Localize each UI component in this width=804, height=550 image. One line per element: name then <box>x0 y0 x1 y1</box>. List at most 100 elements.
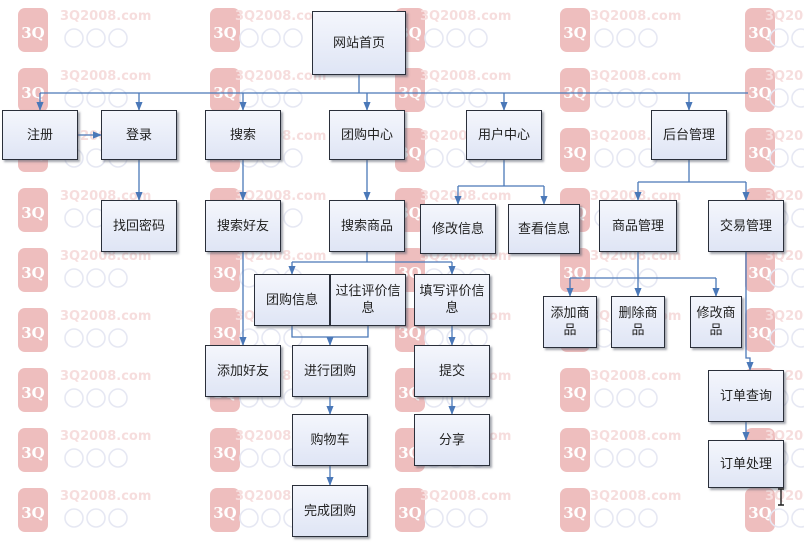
node-login: 登录 <box>101 110 177 160</box>
svg-text:3Q2008.com: 3Q2008.com <box>60 429 151 444</box>
svg-text:3Q2008.com: 3Q2008.com <box>765 309 804 324</box>
svg-text:3Q: 3Q <box>21 84 45 102</box>
node-trade-management: 交易管理 <box>708 200 784 252</box>
svg-text:3Q2008.com: 3Q2008.com <box>765 9 804 24</box>
node-label: 删除商品 <box>618 306 658 338</box>
svg-text:3Q: 3Q <box>213 264 237 282</box>
svg-text:3Q2008.com: 3Q2008.com <box>60 249 151 264</box>
node-shopping-cart: 购物车 <box>292 414 368 466</box>
node-order-query: 订单查询 <box>708 370 784 422</box>
watermark-tile: 3Q 3Q2008.com <box>18 8 151 52</box>
svg-text:3Q2008.com: 3Q2008.com <box>765 69 804 84</box>
svg-text:3Q: 3Q <box>563 24 587 42</box>
connector-past-review <box>330 326 369 338</box>
node-label: 订单处理 <box>719 456 772 472</box>
arrow-to-order-query <box>745 252 754 371</box>
svg-text:3Q2008.com: 3Q2008.com <box>60 489 151 504</box>
node-label: 修改商品 <box>696 306 736 338</box>
svg-text:3Q2008.com: 3Q2008.com <box>420 189 511 204</box>
svg-text:3Q: 3Q <box>563 144 587 162</box>
text-cursor-icon <box>778 488 784 506</box>
svg-text:3Q: 3Q <box>563 504 587 522</box>
node-add-friend: 添加好友 <box>205 345 281 397</box>
node-search: 搜索 <box>205 110 281 160</box>
node-modify-goods: 修改商品 <box>690 296 742 348</box>
node-label: 购物车 <box>310 432 350 448</box>
svg-text:3Q2008.com: 3Q2008.com <box>590 369 681 384</box>
node-group-center: 团购中心 <box>329 110 405 160</box>
svg-text:3Q: 3Q <box>748 264 772 282</box>
svg-text:3Q2008.com: 3Q2008.com <box>590 69 681 84</box>
svg-text:3Q: 3Q <box>213 24 237 42</box>
svg-text:3Q: 3Q <box>21 204 45 222</box>
svg-text:3Q: 3Q <box>21 324 45 342</box>
node-label: 订单查询 <box>719 388 772 404</box>
svg-text:3Q: 3Q <box>748 144 772 162</box>
svg-text:3Q: 3Q <box>748 24 772 42</box>
node-search-friend: 搜索好友 <box>205 200 281 252</box>
svg-text:3Q2008.com: 3Q2008.com <box>60 9 151 24</box>
node-past-review: 过往评价信息 <box>330 274 406 326</box>
node-share: 分享 <box>414 414 490 466</box>
svg-text:3Q: 3Q <box>563 384 587 402</box>
watermark-tile: 3Q 3Q2008.com <box>18 308 151 352</box>
svg-text:3Q: 3Q <box>398 504 422 522</box>
node-label: 搜索 <box>229 127 256 143</box>
node-do-group-buy: 进行团购 <box>292 345 368 397</box>
svg-text:3Q: 3Q <box>563 444 587 462</box>
svg-text:3Q2008.com: 3Q2008.com <box>765 249 804 264</box>
node-label: 用户中心 <box>477 127 530 143</box>
svg-text:3Q: 3Q <box>21 264 45 282</box>
node-add-goods: 添加商品 <box>543 296 597 348</box>
svg-text:3Q2008.com: 3Q2008.com <box>60 309 151 324</box>
svg-text:3Q2008.com: 3Q2008.com <box>420 69 511 84</box>
svg-text:3Q2008.com: 3Q2008.com <box>590 489 681 504</box>
node-goods-management: 商品管理 <box>599 200 677 252</box>
node-write-review: 填写评价信息 <box>414 274 490 326</box>
node-label: 交易管理 <box>719 218 772 234</box>
node-label: 查看信息 <box>517 221 570 237</box>
node-view-info: 查看信息 <box>508 204 580 254</box>
svg-text:3Q: 3Q <box>213 324 237 342</box>
node-label: 修改信息 <box>431 221 484 237</box>
svg-text:3Q: 3Q <box>213 504 237 522</box>
node-register: 注册 <box>2 110 78 160</box>
node-label: 添加商品 <box>550 306 590 338</box>
svg-text:3Q2008.com: 3Q2008.com <box>420 489 511 504</box>
node-label: 提交 <box>438 363 465 379</box>
svg-text:3Q: 3Q <box>213 444 237 462</box>
node-label: 后台管理 <box>662 127 715 143</box>
node-finish-group-buy: 完成团购 <box>292 485 368 537</box>
svg-text:3Q: 3Q <box>398 324 422 342</box>
node-edit-info: 修改信息 <box>420 204 496 254</box>
node-label: 商品管理 <box>611 218 664 234</box>
svg-text:3Q2008.com: 3Q2008.com <box>235 249 326 264</box>
svg-text:3Q: 3Q <box>21 24 45 42</box>
node-label: 团购中心 <box>340 127 393 143</box>
svg-text:3Q2008.com: 3Q2008.com <box>765 129 804 144</box>
node-label: 分享 <box>438 432 465 448</box>
node-label: 完成团购 <box>303 503 356 519</box>
svg-text:3Q2008.com: 3Q2008.com <box>235 9 326 24</box>
svg-text:3Q2008.com: 3Q2008.com <box>60 369 151 384</box>
svg-text:3Q2008.com: 3Q2008.com <box>590 429 681 444</box>
svg-text:3Q2008.com: 3Q2008.com <box>60 69 151 84</box>
node-label: 登录 <box>125 127 152 143</box>
watermark-tile: 3Q 3Q2008.com <box>18 248 151 292</box>
connector-group-info <box>291 326 330 338</box>
node-label: 填写评价信息 <box>419 284 485 316</box>
node-label: 找回密码 <box>112 218 165 234</box>
